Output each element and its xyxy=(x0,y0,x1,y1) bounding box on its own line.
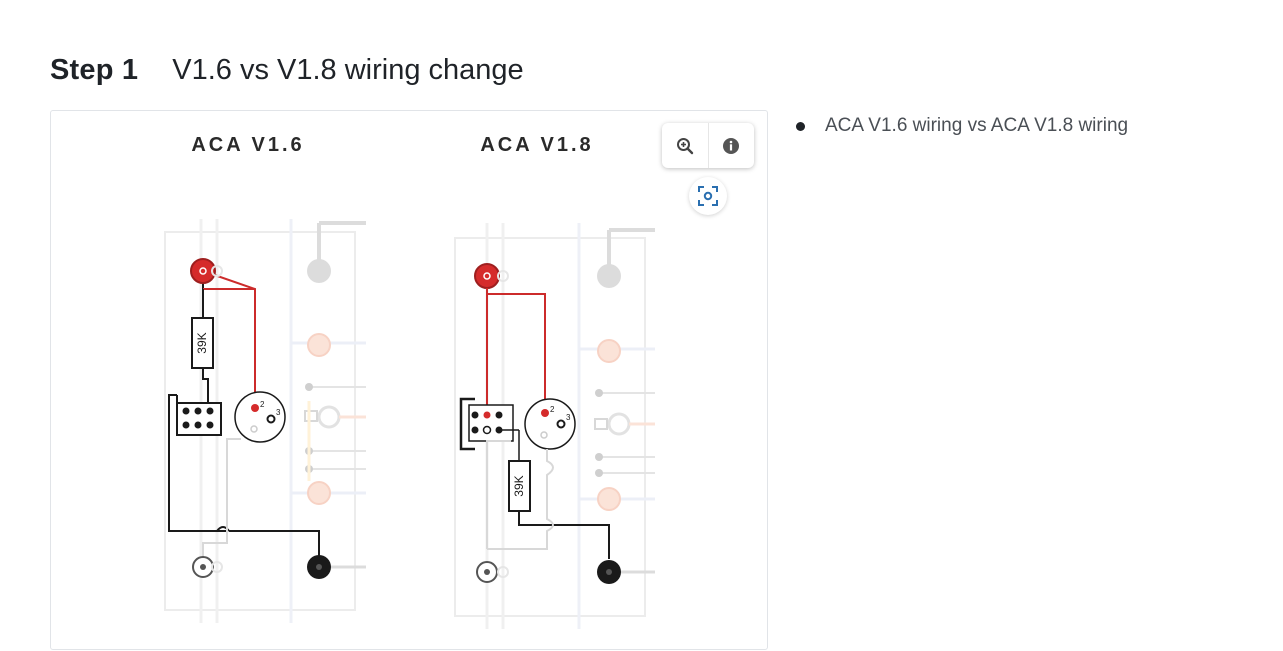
pin-label-2-v16: 2 xyxy=(260,400,265,409)
wiring-diagram: ACA V1.6 ACA V1.8 xyxy=(164,134,655,629)
resistor-label-v16: 39K xyxy=(195,332,209,353)
zoom-in-icon xyxy=(676,137,693,154)
info-button[interactable] xyxy=(707,123,755,168)
focus-button[interactable] xyxy=(689,177,727,215)
image-toolbar xyxy=(662,123,754,168)
board-v16: 39K 2 3 xyxy=(164,219,366,623)
heading-aca-v16: ACA V1.6 xyxy=(191,134,304,156)
board-v18: 39K 2 3 xyxy=(454,223,655,629)
pin-label-2-v18: 2 xyxy=(550,405,555,414)
bullet-dot xyxy=(796,121,805,131)
pin-label-3-v18: 3 xyxy=(566,413,571,422)
step-number: Step 1 xyxy=(50,53,139,86)
focus-frame-icon xyxy=(698,186,718,206)
heading-aca-v18: ACA V1.8 xyxy=(480,134,593,156)
zoom-in-button[interactable] xyxy=(662,123,708,168)
step-bullets: ACA V1.6 wiring vs ACA V1.8 wiring xyxy=(796,112,1128,140)
step-header: Step 1 V1.6 vs V1.8 wiring change xyxy=(50,50,524,90)
step-title: V1.6 vs V1.8 wiring change xyxy=(172,53,524,86)
step-image[interactable]: ACA V1.6 ACA V1.8 xyxy=(50,110,768,650)
bullet-item: ACA V1.6 wiring vs ACA V1.8 wiring xyxy=(796,112,1128,140)
pin-label-3-v16: 3 xyxy=(276,408,281,417)
resistor-label-v18: 39K xyxy=(512,475,526,496)
info-icon xyxy=(723,137,740,154)
bullet-text: ACA V1.6 wiring vs ACA V1.8 wiring xyxy=(825,115,1129,136)
